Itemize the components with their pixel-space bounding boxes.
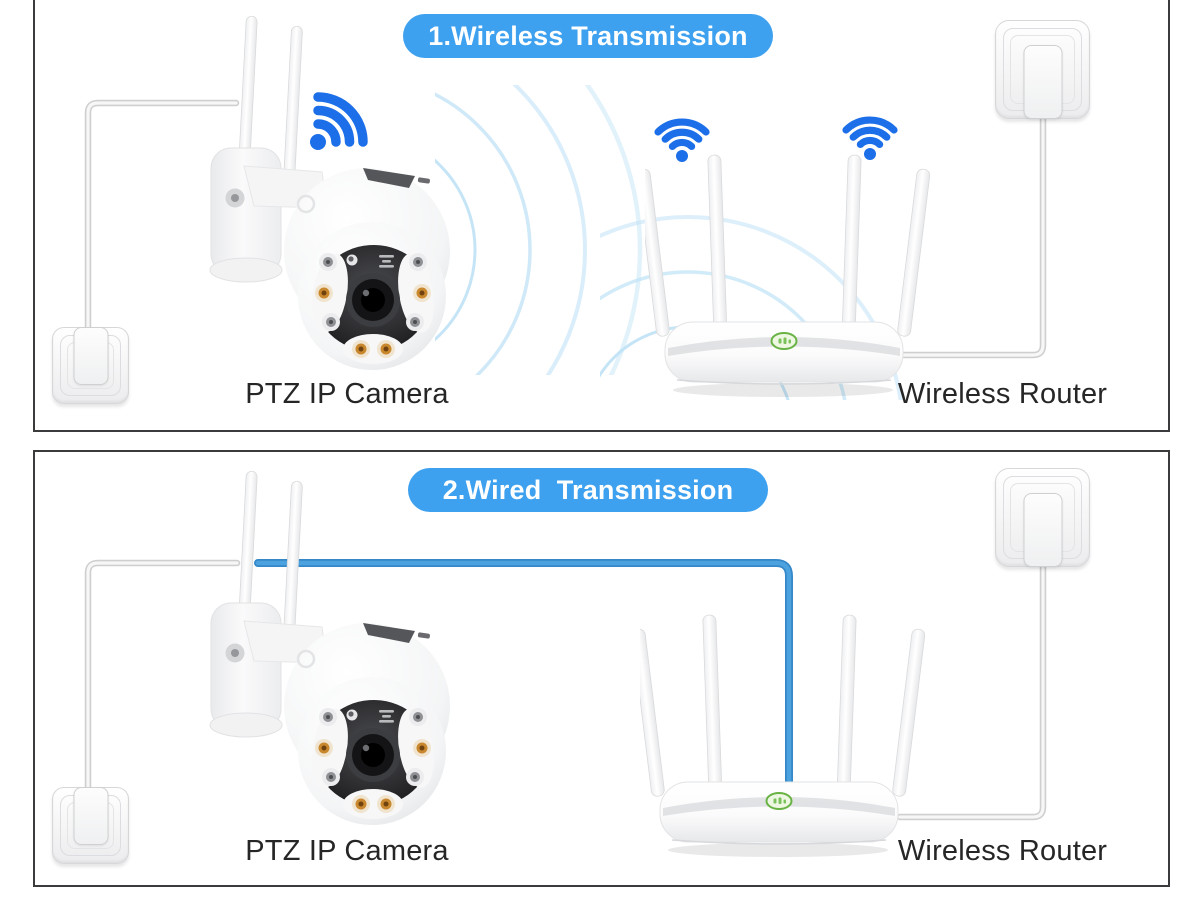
camera-label: PTZ IP Camera [245, 835, 449, 867]
router-body [659, 781, 899, 845]
camera-face [312, 244, 434, 364]
power-cable-camera [84, 559, 241, 804]
power-cable-router [896, 96, 1047, 359]
power-cable-camera [84, 99, 240, 344]
router-shadow [668, 843, 888, 857]
section-banner-wired: 2.Wired Transmission [408, 468, 768, 512]
section-title: 2.Wired Transmission [442, 474, 734, 505]
power-plug [73, 787, 108, 845]
wifi-icon [842, 116, 898, 160]
wifi-icon [310, 92, 368, 150]
section-banner-wireless: 1.Wireless Transmission [403, 14, 773, 58]
wall-outlet [52, 787, 129, 864]
router-shadow [673, 383, 893, 397]
wifi-icon [654, 118, 710, 162]
wall-outlet [995, 468, 1090, 567]
router-antennas [640, 614, 925, 797]
camera-lens [346, 728, 400, 782]
power-plug [73, 327, 108, 385]
camera-face [312, 699, 434, 819]
wifi-waves [435, 85, 643, 375]
router-antennas [645, 154, 930, 337]
camera-lens [346, 273, 400, 327]
power-plug [1023, 493, 1062, 567]
ir-leds [315, 253, 431, 358]
led-indicator [770, 332, 798, 350]
router-label: Wireless Router [897, 835, 1108, 867]
section-title: 1.Wireless Transmission [428, 20, 748, 51]
ptz-ip-camera [209, 470, 450, 825]
camera-label: PTZ IP Camera [245, 378, 449, 410]
power-plug [1023, 45, 1062, 119]
router-body [664, 321, 904, 385]
ir-leds [315, 708, 431, 813]
wall-outlet [995, 20, 1090, 119]
wireless-router [640, 614, 925, 857]
router-label: Wireless Router [897, 378, 1108, 410]
ethernet-cable [254, 559, 793, 790]
wall-outlet [52, 327, 129, 404]
power-cable-router [896, 536, 1047, 821]
led-indicator [765, 792, 793, 810]
ptz-ip-camera [209, 15, 450, 370]
wireless-router [645, 154, 930, 397]
